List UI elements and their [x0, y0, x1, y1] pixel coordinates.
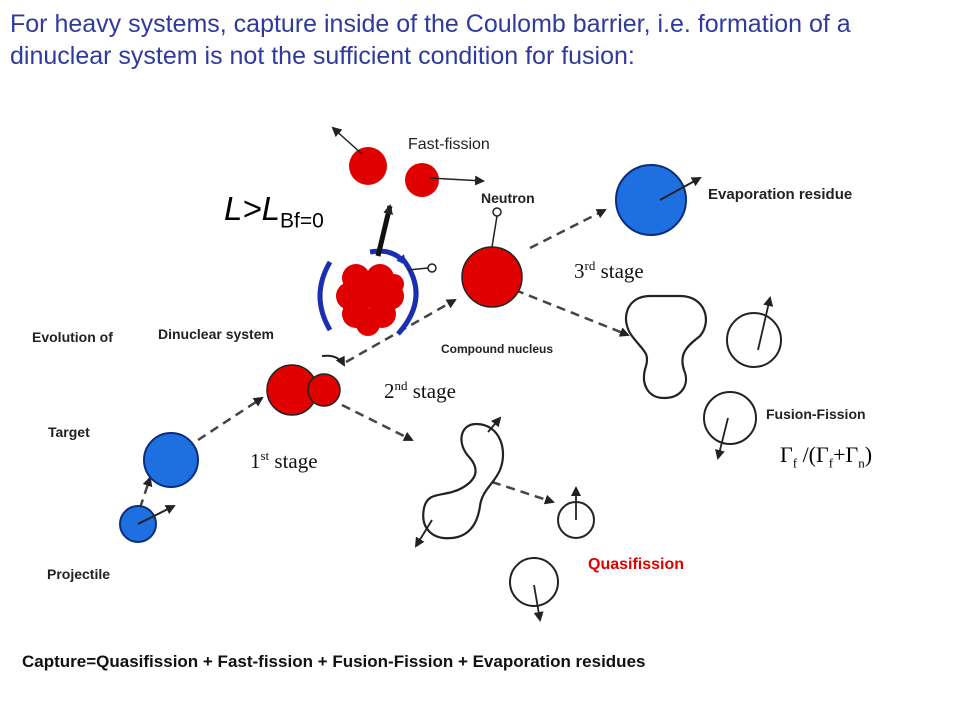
neutron-emission-line	[491, 215, 498, 248]
condition-subscript: Bf=0	[279, 209, 324, 233]
rotating-cluster	[336, 264, 404, 336]
dinuclear-small-nucleus	[307, 373, 341, 407]
quasi-lower-motion-arrow	[414, 519, 433, 548]
ratio-end: )	[864, 442, 873, 467]
rotation-arc-right	[396, 256, 419, 336]
fission-probability-ratio: Γf /(Γf+Γn)	[780, 442, 872, 471]
quasi-fragment-lower-arrow	[533, 584, 544, 622]
ratio-sub-2: f	[828, 455, 834, 471]
dashed-arrow-to-quasifission	[341, 403, 414, 442]
fast-fission-fragment-left	[349, 147, 387, 185]
rotation-arc-left	[317, 260, 333, 332]
angular-momentum-condition: L>LBf=0	[224, 190, 324, 234]
dashed-arrow-projectile-target	[138, 476, 153, 509]
ratio-gamma-2: Γ	[816, 442, 829, 467]
rotation-arc-top	[369, 248, 407, 266]
fusion-fragment-upper-arrow	[757, 296, 774, 351]
label-target: Target	[48, 424, 90, 440]
capture-formula: Capture=Quasifission + Fast-fission + Fu…	[22, 652, 646, 671]
label-second-stage: 2nd stage	[384, 378, 456, 404]
label-neutron: Neutron	[481, 190, 535, 206]
quasifission-elongated-nucleus	[422, 422, 505, 540]
first-stage-word: stage	[269, 449, 318, 473]
evaporation-residue-nucleus	[615, 164, 687, 236]
fragment-right-motion-arrow	[429, 175, 485, 186]
label-evolution-of: Evolution of	[32, 329, 113, 345]
condition-base: L>L	[224, 190, 280, 227]
ratio-mid: /(	[797, 442, 817, 467]
second-stage-num: 2	[384, 379, 395, 403]
label-compound-nucleus: Compound nucleus	[441, 342, 553, 356]
projectile-motion-arrow	[137, 505, 176, 525]
quasi-upper-motion-arrow	[487, 416, 502, 433]
dashed-arrow-to-fission	[514, 288, 630, 337]
third-stage-sup: rd	[584, 258, 596, 273]
compound-nucleus	[461, 246, 523, 308]
label-fast-fission: Fast-fission	[408, 136, 490, 153]
ratio-sub-3: n	[858, 455, 865, 471]
neutron-emitted	[492, 207, 502, 217]
dinuclear-rotation-arrow	[321, 354, 345, 367]
fission-elongated-nucleus	[624, 294, 708, 400]
slide-title: For heavy systems, capture inside of the…	[10, 10, 851, 70]
dashed-arrow-stage3	[529, 208, 607, 250]
cluster-neutron	[427, 263, 437, 273]
fast-fission-fragment-right	[405, 163, 439, 197]
second-stage-sup: nd	[394, 378, 408, 393]
first-stage-num: 1	[250, 449, 261, 473]
label-evaporation-residue: Evaporation residue	[708, 186, 853, 203]
ratio-plus: +	[833, 442, 846, 467]
label-projectile: Projectile	[47, 566, 111, 582]
fragment-left-motion-arrow	[331, 126, 363, 155]
label-quasifission: Quasifission	[588, 556, 685, 573]
label-fusion-fission: Fusion-Fission	[766, 406, 866, 422]
label-dinuclear-system: Dinuclear system	[158, 326, 274, 342]
cluster-neutron-line	[407, 267, 429, 271]
third-stage-num: 3	[574, 259, 585, 283]
third-stage-word: stage	[595, 259, 644, 283]
quasifission-fragment-lower	[509, 557, 559, 607]
fusion-fission-fragment-upper	[726, 312, 782, 368]
ratio-sub-1: f	[792, 455, 798, 471]
label-first-stage: 1st stage	[250, 448, 318, 474]
dashed-arrow-quasifission-split	[491, 480, 555, 505]
fusion-fission-fragment-lower	[703, 391, 757, 445]
dashed-arrow-stage1	[197, 396, 264, 442]
residue-motion-arrow	[659, 177, 702, 201]
label-third-stage: 3rd stage	[574, 258, 644, 284]
first-stage-sup: st	[260, 448, 270, 463]
fast-fission-arrow	[375, 204, 393, 257]
ratio-gamma-1: Γ	[780, 442, 793, 467]
second-stage-word: stage	[407, 379, 456, 403]
target-nucleus	[143, 432, 199, 488]
fusion-fragment-lower-arrow	[715, 417, 729, 460]
ratio-gamma-3: Γ	[845, 442, 859, 467]
